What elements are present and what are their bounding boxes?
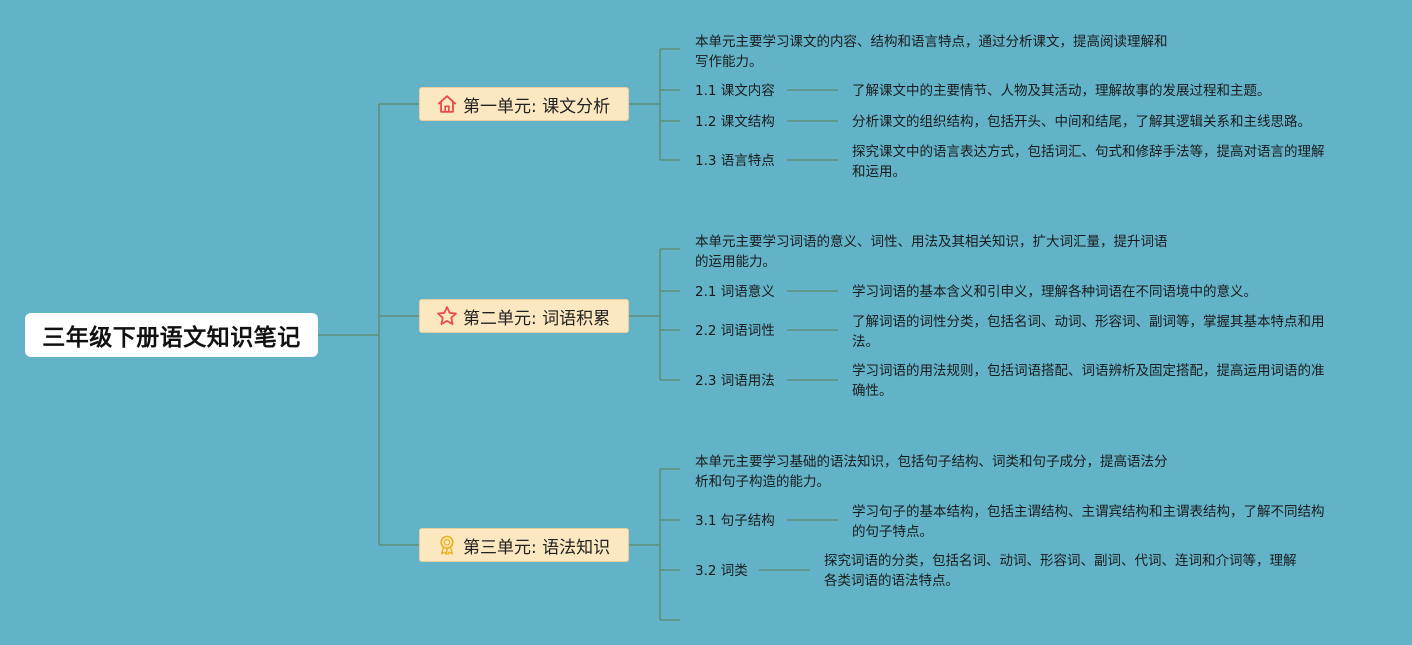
topic-3-1-label[interactable]: 3.1 句子结构 (695, 513, 775, 529)
topic-2-2-desc: 了解词语的词性分类，包括名词、动词、形容词、副词等，掌握其基本特点和用 法。 (852, 314, 1325, 350)
unit-3-summary: 本单元主要学习基础的语法知识，包括句子结构、词类和句子成分，提高语法分 析和句子… (695, 454, 1168, 490)
unit-2-summary: 本单元主要学习词语的意义、词性、用法及其相关知识，扩大词汇量，提升词语 的运用能… (695, 234, 1168, 270)
unit-3-node[interactable]: 第三单元: 语法知识 (419, 528, 629, 562)
topic-1-2-label[interactable]: 1.2 课文结构 (695, 114, 775, 130)
topic-1-3-desc: 探究课文中的语言表达方式，包括词汇、句式和修辞手法等，提高对语言的理解 和运用。 (852, 144, 1325, 180)
award-icon (436, 534, 458, 556)
home-icon (436, 93, 458, 115)
unit-1-summary: 本单元主要学习课文的内容、结构和语言特点，通过分析课文，提高阅读理解和 写作能力… (695, 34, 1168, 70)
unit-1-node[interactable]: 第一单元: 课文分析 (419, 87, 629, 121)
root-title[interactable]: 三年级下册语文知识笔记 (25, 313, 318, 357)
topic-3-1-desc: 学习句子的基本结构，包括主谓结构、主谓宾结构和主谓表结构，了解不同结构 的句子特… (852, 504, 1325, 540)
topic-2-3-label[interactable]: 2.3 词语用法 (695, 373, 775, 389)
topic-3-2-label[interactable]: 3.2 词类 (695, 563, 748, 579)
topic-1-1-label[interactable]: 1.1 课文内容 (695, 83, 775, 99)
topic-3-2-desc: 探究词语的分类，包括名词、动词、形容词、副词、代词、连词和介词等，理解 各类词语… (824, 553, 1297, 589)
topic-1-2-desc: 分析课文的组织结构，包括开头、中间和结尾，了解其逻辑关系和主线思路。 (852, 114, 1311, 130)
topic-1-1-desc: 了解课文中的主要情节、人物及其活动，理解故事的发展过程和主题。 (852, 83, 1271, 99)
topic-1-3-label[interactable]: 1.3 语言特点 (695, 153, 775, 169)
topic-2-1-label[interactable]: 2.1 词语意义 (695, 284, 775, 300)
topic-2-3-desc: 学习词语的用法规则，包括词语搭配、词语辨析及固定搭配，提高运用词语的准 确性。 (852, 363, 1325, 399)
unit-2-node[interactable]: 第二单元: 词语积累 (419, 299, 629, 333)
unit-1-label: 第一单元: 课文分析 (463, 96, 611, 117)
topic-2-2-label[interactable]: 2.2 词语词性 (695, 323, 775, 339)
topic-2-1-desc: 学习词语的基本含义和引申义，理解各种词语在不同语境中的意义。 (852, 284, 1257, 300)
unit-2-label: 第二单元: 词语积累 (463, 308, 611, 329)
unit-3-label: 第三单元: 语法知识 (463, 537, 611, 558)
star-icon (436, 305, 458, 327)
